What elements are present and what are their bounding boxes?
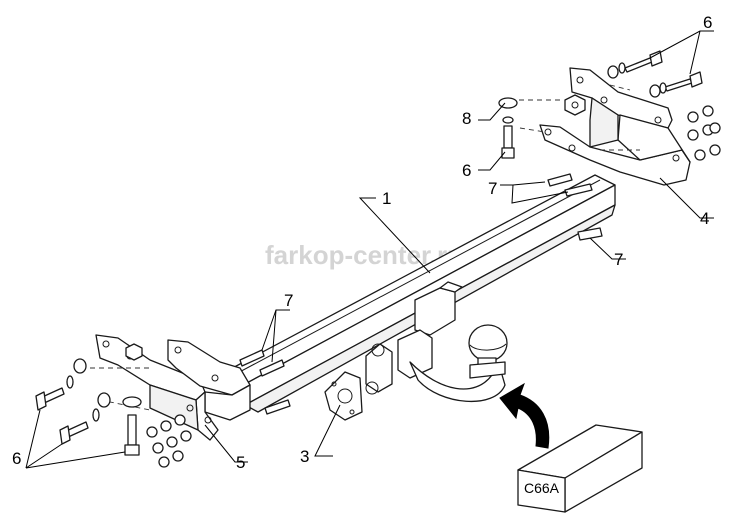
socket-plate	[324, 343, 393, 421]
callout-7-upper: 7	[488, 179, 497, 198]
callout-5: 5	[236, 453, 245, 472]
right-mounting-bracket	[510, 67, 691, 186]
callout-4: 4	[700, 209, 709, 228]
hitch-ball-neck	[397, 281, 508, 403]
left-nut-cluster	[146, 414, 192, 468]
right-nut-cluster	[687, 105, 721, 161]
callout-3: 3	[300, 447, 309, 466]
left-mounting-bracket	[90, 334, 251, 441]
callout-1: 1	[382, 189, 391, 208]
callout-numbers: 1 3 4 5 6 6 6 7 7 7 8	[12, 13, 712, 472]
callout-8: 8	[462, 109, 471, 128]
callout-6-left: 6	[12, 449, 21, 468]
callout-6-top: 6	[703, 13, 712, 32]
curved-arrow	[499, 382, 550, 449]
leader-lines	[25, 30, 714, 469]
product-code-label: C66A	[524, 480, 560, 496]
callout-7-right: 7	[614, 250, 623, 269]
fasteners	[35, 50, 721, 468]
callout-6-mid: 6	[462, 161, 471, 180]
callout-7-left: 7	[284, 291, 293, 310]
product-code-box: C66A	[517, 424, 643, 513]
